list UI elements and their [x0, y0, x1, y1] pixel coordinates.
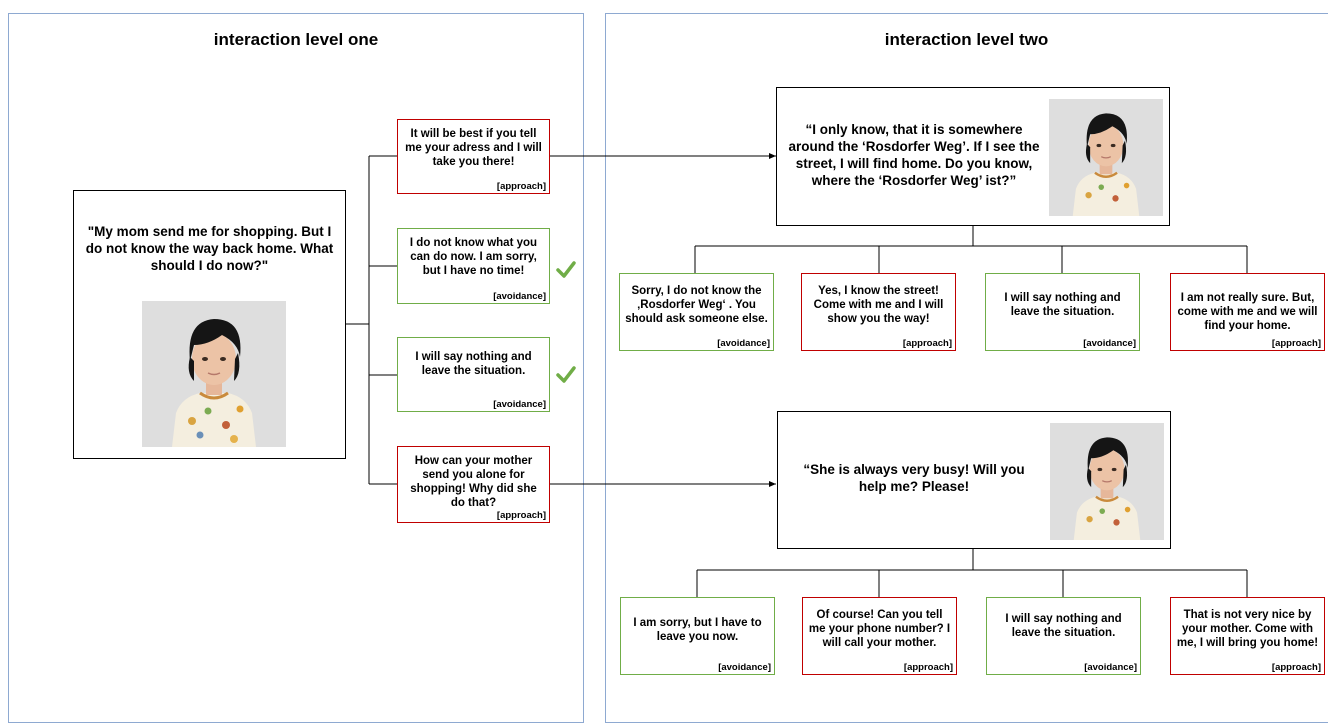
- option-text: I will say nothing and leave the situati…: [415, 351, 532, 377]
- prompt-box-level-two-bottom: “She is always very busy! Will you help …: [777, 411, 1171, 549]
- option-text: I am sorry, but I have to leave you now.: [633, 617, 762, 643]
- option-text: Yes, I know the street! Come with me and…: [813, 285, 944, 325]
- prompt-text-level-two-top: “I only know, that it is somewhere aroun…: [788, 122, 1040, 188]
- level-one-option-4[interactable]: How can your mother send you alone for s…: [397, 446, 550, 523]
- option-tag: [avoidance]: [717, 338, 770, 349]
- level-two-top-option-3[interactable]: I will say nothing and leave the situati…: [985, 273, 1140, 351]
- option-text: That is not very nice by your mother. Co…: [1176, 609, 1319, 649]
- option-text: I will say nothing and leave the situati…: [1005, 613, 1122, 639]
- prompt-text-level-two-bottom: “She is always very busy! Will you help …: [803, 462, 1025, 494]
- level-two-bottom-option-3[interactable]: I will say nothing and leave the situati…: [986, 597, 1141, 675]
- level-two-top-option-4[interactable]: I am not really sure. But, come with me …: [1170, 273, 1325, 351]
- panel-title-level-one: interaction level one: [213, 30, 379, 49]
- prompt-text-level-one: "My mom send me for shopping. But I do n…: [85, 224, 334, 273]
- option-text: I am not really sure. But, come with me …: [1177, 292, 1318, 332]
- level-two-bottom-option-1[interactable]: I am sorry, but I have to leave you now.…: [620, 597, 775, 675]
- level-two-top-option-2[interactable]: Yes, I know the street! Come with me and…: [801, 273, 956, 351]
- prompt-box-level-one: "My mom send me for shopping. But I do n…: [73, 190, 346, 459]
- option-text: Sorry, I do not know the ‚Rosdorfer Weg‘…: [625, 285, 768, 325]
- option-text: I will say nothing and leave the situati…: [1004, 292, 1121, 318]
- option-tag: [avoidance]: [493, 399, 546, 410]
- option-tag: [approach]: [902, 338, 952, 349]
- option-tag: [avoidance]: [1083, 338, 1136, 349]
- child-avatar-icon: [142, 301, 286, 447]
- option-text: How can your mother send you alone for s…: [410, 455, 537, 509]
- option-tag: [approach]: [903, 662, 953, 673]
- panel-title-level-two: interaction level two: [884, 30, 1049, 49]
- option-text: Of course! Can you tell me your phone nu…: [808, 609, 951, 649]
- level-one-option-2[interactable]: I do not know what you can do now. I am …: [397, 228, 550, 304]
- level-one-option-3[interactable]: I will say nothing and leave the situati…: [397, 337, 550, 412]
- checkmark-icon: [556, 261, 576, 278]
- option-tag: [approach]: [496, 181, 546, 192]
- option-tag: [avoidance]: [493, 291, 546, 302]
- checkmark-icon: [556, 366, 576, 383]
- option-text: I do not know what you can do now. I am …: [409, 237, 538, 277]
- option-tag: [approach]: [1271, 662, 1321, 673]
- level-two-bottom-option-2[interactable]: Of course! Can you tell me your phone nu…: [802, 597, 957, 675]
- option-text: It will be best if you tell me your adre…: [405, 128, 542, 168]
- prompt-box-level-two-top: “I only know, that it is somewhere aroun…: [776, 87, 1170, 226]
- option-tag: [avoidance]: [1084, 662, 1137, 673]
- child-avatar-icon: [1049, 99, 1163, 216]
- option-tag: [avoidance]: [718, 662, 771, 673]
- level-two-top-option-1[interactable]: Sorry, I do not know the ‚Rosdorfer Weg‘…: [619, 273, 774, 351]
- level-two-bottom-option-4[interactable]: That is not very nice by your mother. Co…: [1170, 597, 1325, 675]
- option-tag: [approach]: [1271, 338, 1321, 349]
- level-one-option-1[interactable]: It will be best if you tell me your adre…: [397, 119, 550, 194]
- option-tag: [approach]: [496, 510, 546, 521]
- child-avatar-icon: [1050, 423, 1164, 540]
